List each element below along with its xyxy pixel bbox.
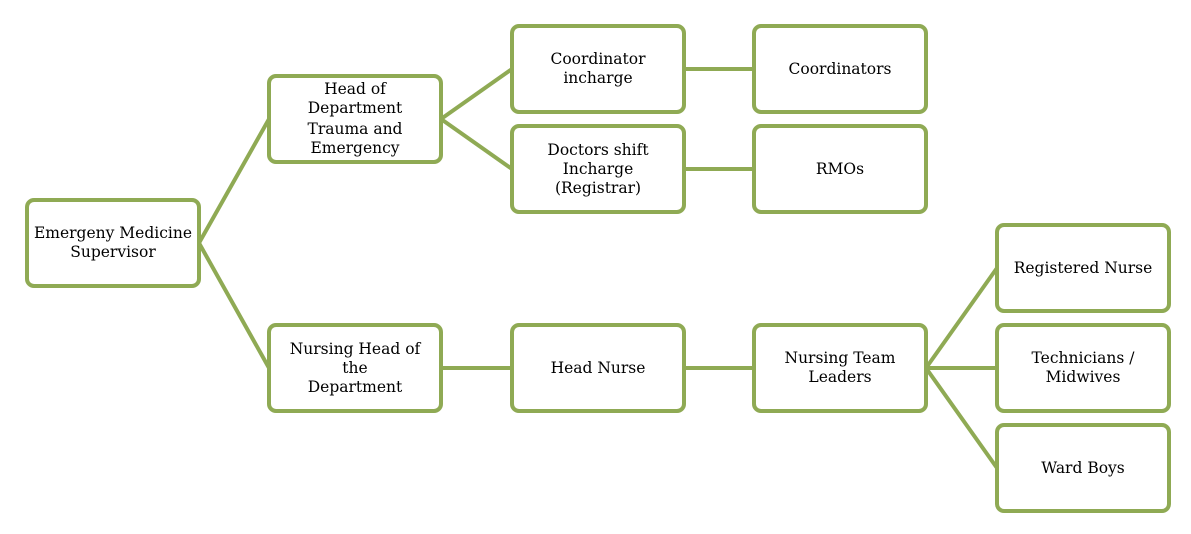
node-line: Nursing Team [784,349,896,367]
node-emergency-medicine-supervisor: Emergeny Medicine Supervisor [25,198,201,288]
connector-supervisor-nursing_hod [197,241,271,370]
node-nursing-head-of-department: Nursing Head of the Department [267,323,443,413]
node-line: Technicians / [1031,349,1135,367]
node-rmos: RMOs [752,124,928,214]
node-line: Head Nurse [550,358,646,377]
node-ward-boys: Ward Boys [995,423,1171,513]
node-nursing-team-leaders: Nursing Team Leaders [752,323,928,413]
node-line: Coordinators [788,59,892,78]
node-line: Supervisor [70,243,156,261]
node-line: Trauma and [307,120,403,138]
connector-hod_trauma-coordinator_incharge [439,67,514,121]
node-coordinator-incharge: Coordinator incharge [510,24,686,114]
node-line: Head of Department [307,80,403,117]
node-line: Registered Nurse [1013,258,1153,277]
node-head-nurse: Head Nurse [510,323,686,413]
node-line: Ward Boys [1041,458,1125,477]
node-line: Incharge (Registrar) [554,159,642,197]
node-line: RMOs [815,159,865,178]
node-registered-nurse: Registered Nurse [995,223,1171,313]
connector-nursing_team_leaders-registered_nurse [924,266,999,370]
node-coordinators: Coordinators [752,24,928,114]
node-doctors-shift-incharge: Doctors shift Incharge (Registrar) [510,124,686,214]
node-line: Leaders [808,368,872,386]
connector-hod_trauma-doctors_shift [439,117,514,171]
node-line: Emergency [310,139,400,157]
node-line: Coordinator incharge [550,50,646,87]
connector-supervisor-hod_trauma [197,117,271,245]
node-line: Midwives [1045,368,1121,386]
node-line: Doctors shift [547,140,649,159]
node-line: Nursing Head of the [289,339,421,377]
node-line: Department [307,377,403,396]
node-head-of-department-trauma: Head of Department Trauma and Emergency [267,74,443,164]
connector-nursing_team_leaders-ward_boys [924,366,999,470]
node-line: Emergeny Medicine [33,224,193,242]
node-technicians-midwives: Technicians / Midwives [995,323,1171,413]
